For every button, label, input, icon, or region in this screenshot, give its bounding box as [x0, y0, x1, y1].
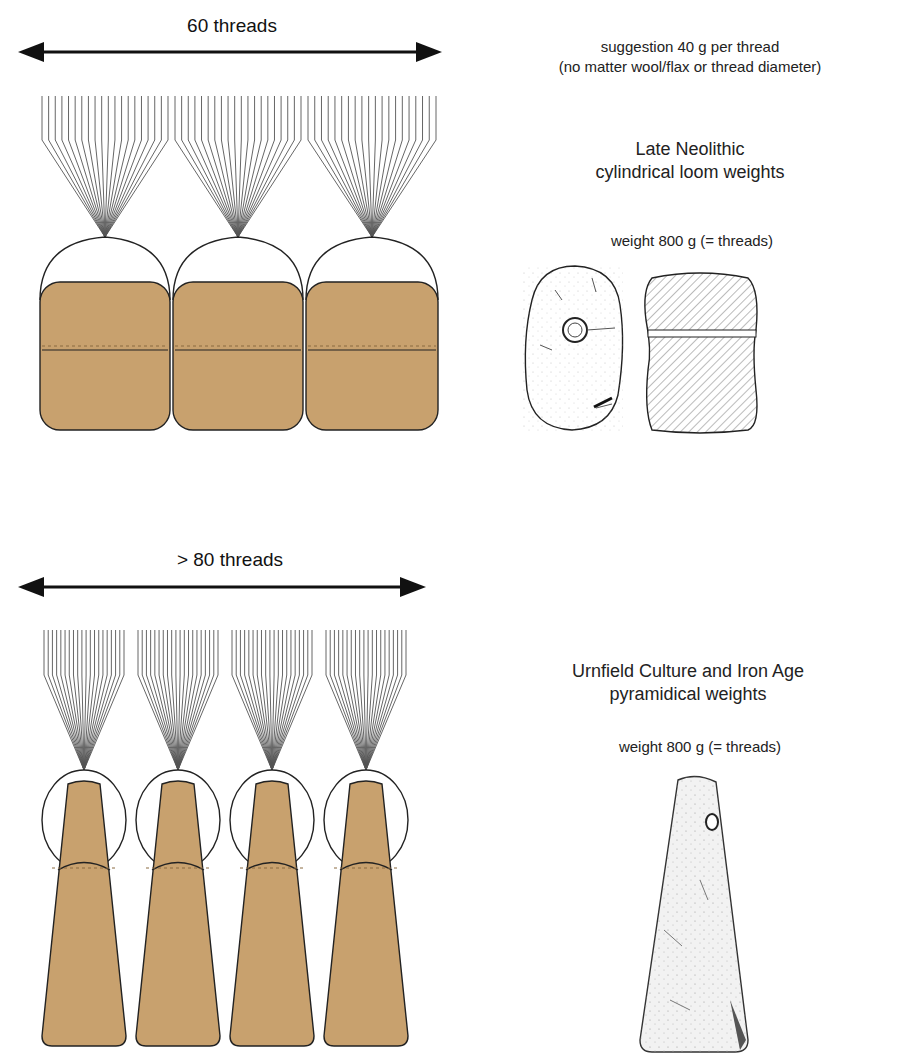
pyramidal-weights [42, 770, 408, 1046]
weight-label: weight 800 g (= threads) [562, 232, 822, 251]
cylindrical-weights [40, 237, 438, 430]
note-text: (no matter wool/flax or thread diameter) [500, 58, 880, 77]
weight-top-view [523, 266, 623, 431]
dimension-label: 60 threads [82, 14, 382, 38]
warp-threads [42, 96, 436, 770]
weight-section [645, 273, 757, 433]
caption-text: Urnfield Culture and Iron Age pyramidica… [543, 660, 833, 705]
caption-text: Late Neolithic cylindrical loom weights [595, 138, 785, 183]
dimension-label: > 80 threads [80, 548, 380, 572]
pyramid-weight-drawing [640, 776, 748, 1052]
width-arrow [18, 42, 442, 62]
weight-label: weight 800 g (= threads) [570, 738, 830, 757]
width-arrow [18, 577, 426, 597]
note-text: suggestion 40 g per thread [510, 38, 870, 57]
